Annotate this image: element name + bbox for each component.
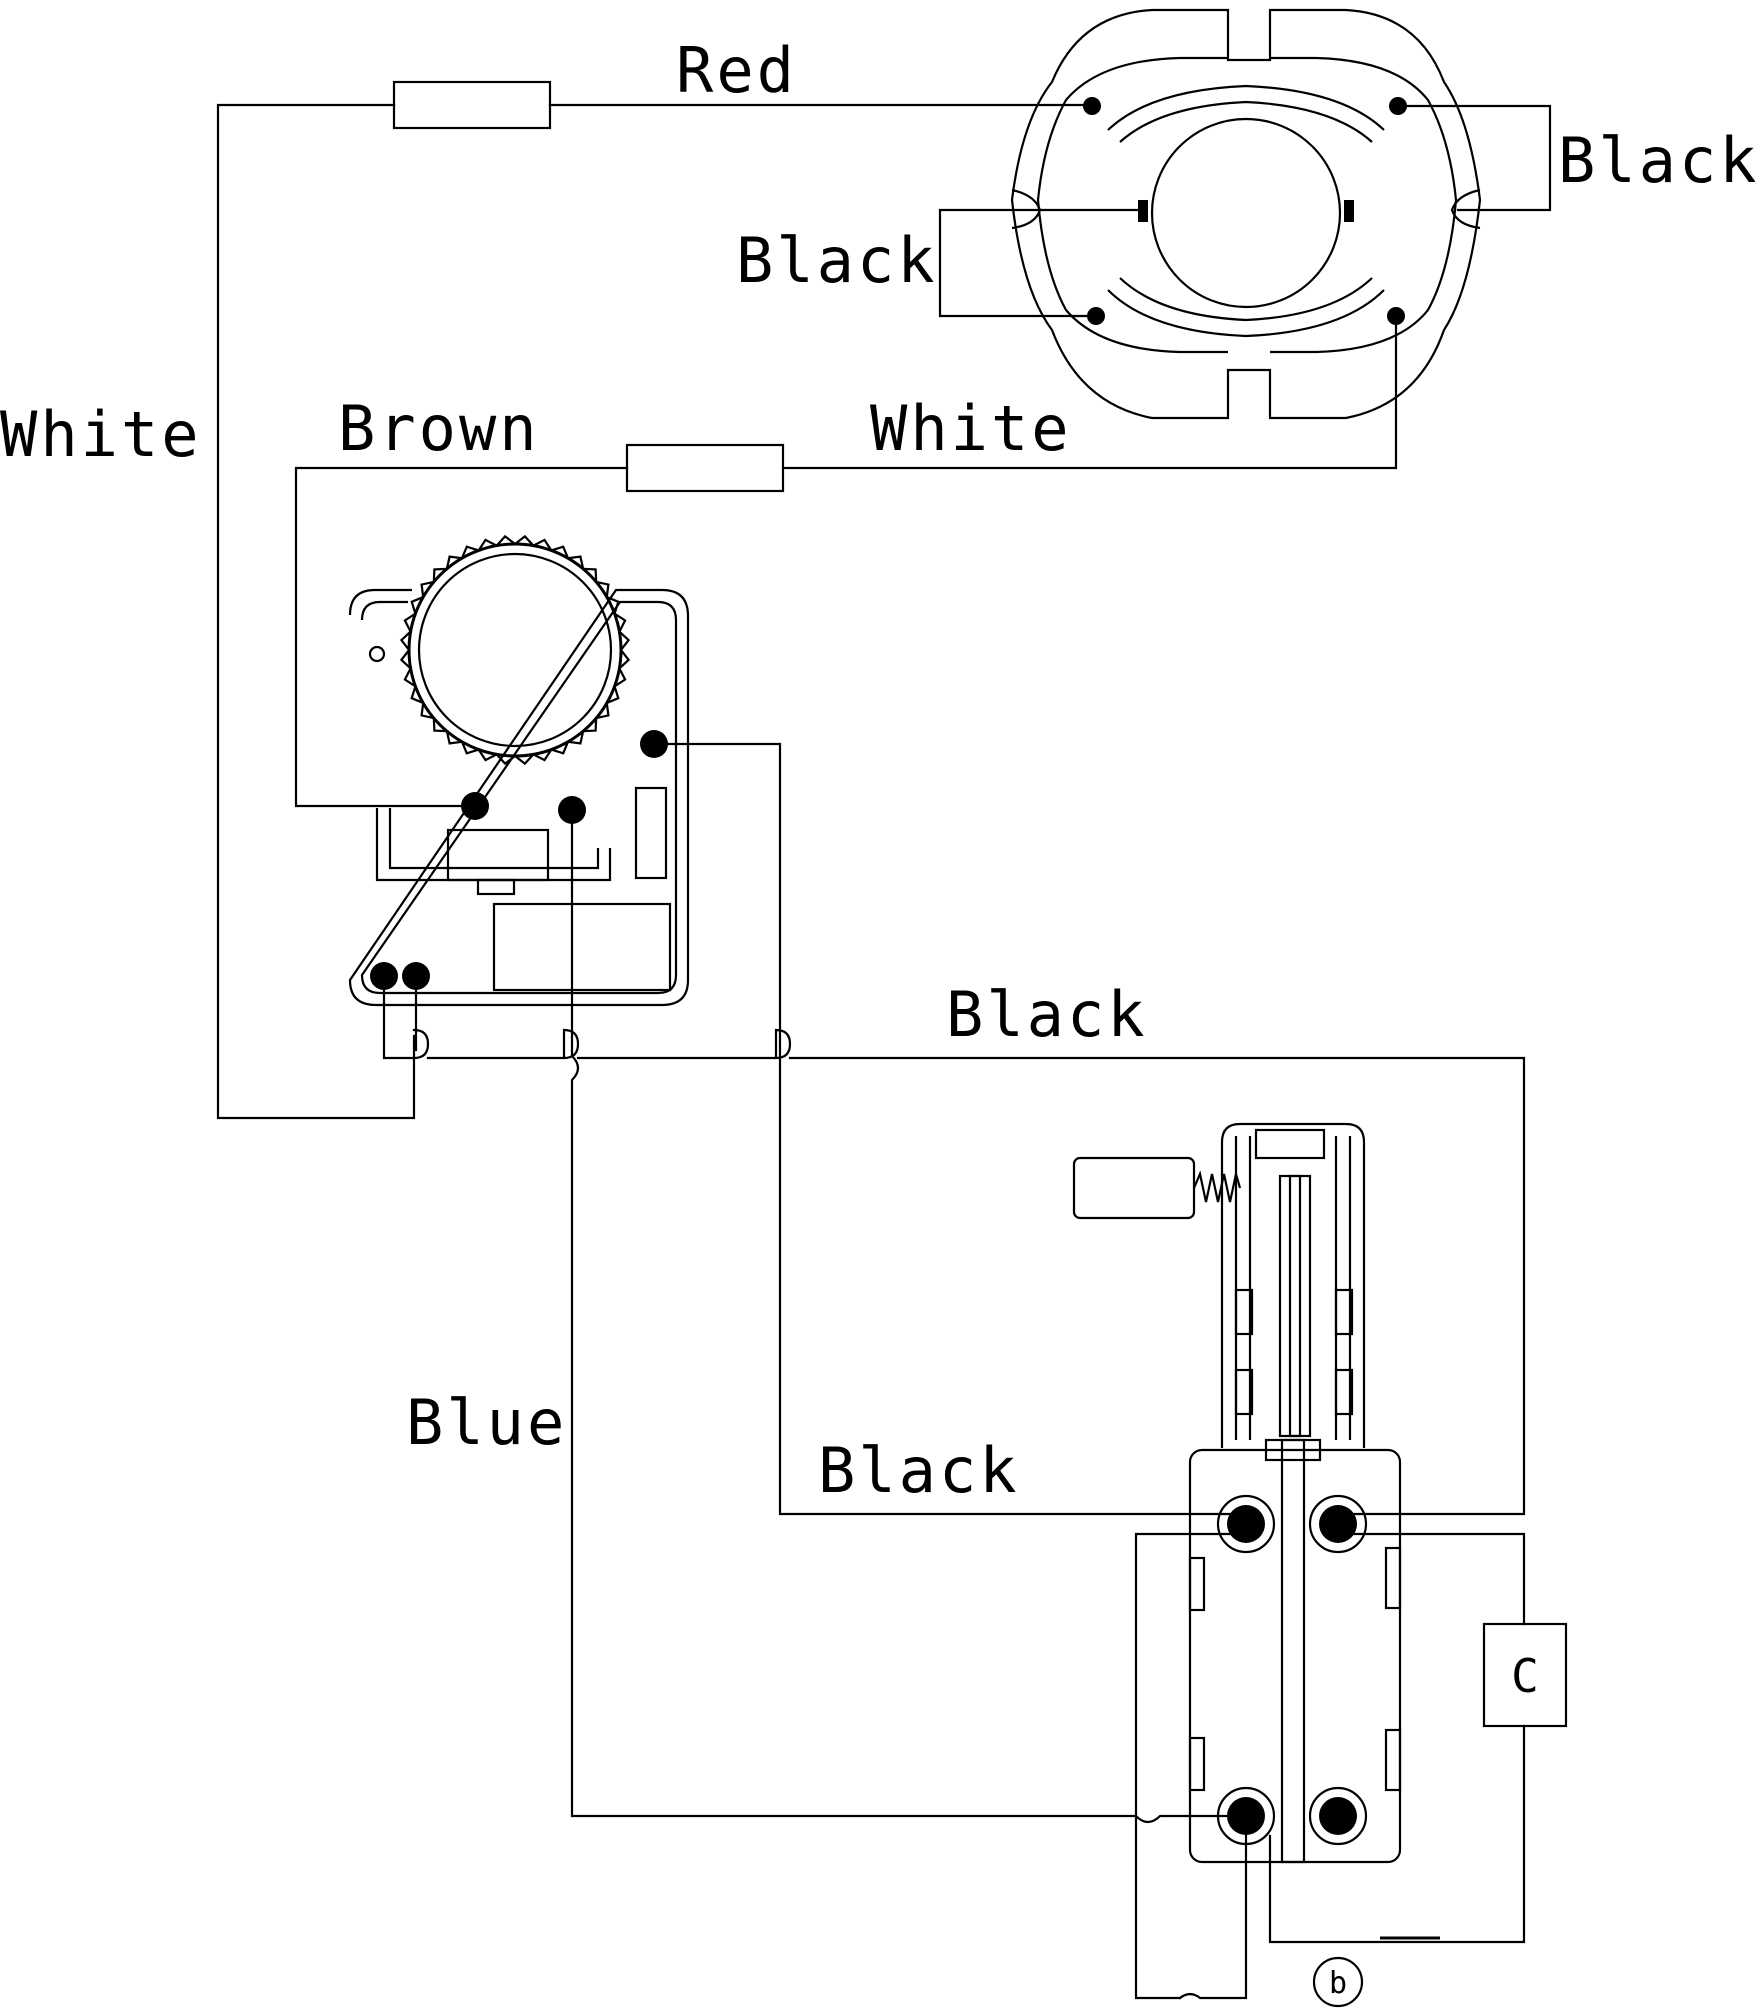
label-black-top-right: Black [1558, 124, 1755, 197]
module-relay-base [476, 878, 516, 896]
marker-b-circle [1312, 1956, 1364, 2008]
switch-contact-br [1319, 1797, 1357, 1835]
module-fuse [634, 786, 668, 880]
module-screw-hole [368, 645, 386, 663]
wire-brown [294, 466, 629, 808]
wire-black-mid [412, 1028, 1526, 1516]
switch-contact-ring-br [1308, 1786, 1368, 1846]
motor-brush-right [1344, 200, 1354, 222]
motor-winding-bottom-inner [1119, 277, 1373, 322]
switch-spring [1192, 1170, 1242, 1203]
switch-pad-4 [1334, 1368, 1354, 1416]
module-knob [407, 542, 623, 758]
label-red: Red [676, 34, 797, 107]
module-knob-inner [417, 552, 613, 748]
switch-plunger-inner [1288, 1174, 1302, 1438]
switch-center-cap [1264, 1438, 1322, 1462]
wire-black-motor-right [1396, 104, 1552, 212]
wire-loop-hop [1178, 1834, 1248, 2000]
label-brown: Brown [338, 392, 540, 465]
switch-contact-ring-tr [1308, 1494, 1368, 1554]
wire-cap-top [1336, 1532, 1526, 1626]
motor-brush-left [1138, 200, 1148, 222]
switch-contact-tr [1319, 1505, 1357, 1543]
wire-black-motor-left [938, 208, 1140, 318]
switch-contact-tl [1227, 1505, 1265, 1543]
label-capacitor: C [1511, 1649, 1539, 1703]
label-blue: Blue [406, 1386, 567, 1459]
module-block [492, 902, 672, 992]
control-module [348, 542, 690, 1007]
switch-assembly [1072, 1122, 1402, 1864]
switch-center-bar [1280, 1438, 1306, 1864]
module-housing-inner [360, 600, 678, 995]
module-relay [446, 828, 550, 882]
motor [1010, 8, 1482, 420]
switch-contact-ring-tl [1216, 1494, 1276, 1554]
switch-pad-2 [1234, 1368, 1254, 1416]
switch-pad-1 [1234, 1288, 1254, 1336]
wire-cap-bottom [1268, 1724, 1526, 1944]
label-black-lower: Black [818, 1434, 1020, 1507]
switch-cap [1254, 1128, 1326, 1160]
wire-module-bottom-1 [382, 974, 416, 1060]
switch-pad-3 [1334, 1288, 1354, 1336]
switch-pusher [1072, 1156, 1196, 1220]
switch-column-outer [1220, 1122, 1366, 1448]
switch-tab-left-top [1188, 1556, 1206, 1612]
wire-white-mid [781, 314, 1398, 470]
motor-winding-top-inner [1119, 100, 1373, 143]
motor-winding-bottom [1107, 289, 1385, 338]
resistor-brown-white [625, 443, 785, 493]
module-knob-serration [399, 534, 631, 766]
wires [216, 103, 1552, 2000]
label-white-mid: White [870, 392, 1072, 465]
wire-black-lower [652, 742, 1248, 1516]
motor-notch-right [1450, 188, 1481, 230]
wire-blue [570, 808, 1248, 1824]
label-white-left: White [0, 398, 202, 471]
label-black-mid: Black [946, 978, 1148, 1051]
motor-winding-top [1107, 84, 1385, 131]
switch-tab-right-top [1384, 1546, 1402, 1610]
wire-left-loop [1134, 1532, 1248, 2000]
switch-tab-right-bottom [1384, 1728, 1402, 1792]
resistor-red [392, 80, 552, 130]
module-housing-outer [348, 588, 690, 1007]
marker-b-label: b [1329, 1966, 1347, 2001]
wire-white-left [216, 103, 416, 1120]
switch-tab-left-bottom [1188, 1736, 1206, 1792]
switch-plunger [1278, 1174, 1312, 1438]
motor-rotor [1150, 117, 1342, 309]
motor-housing [1010, 8, 1482, 420]
switch-column-inner [1234, 1136, 1352, 1440]
label-black-motor-left: Black [736, 224, 938, 297]
